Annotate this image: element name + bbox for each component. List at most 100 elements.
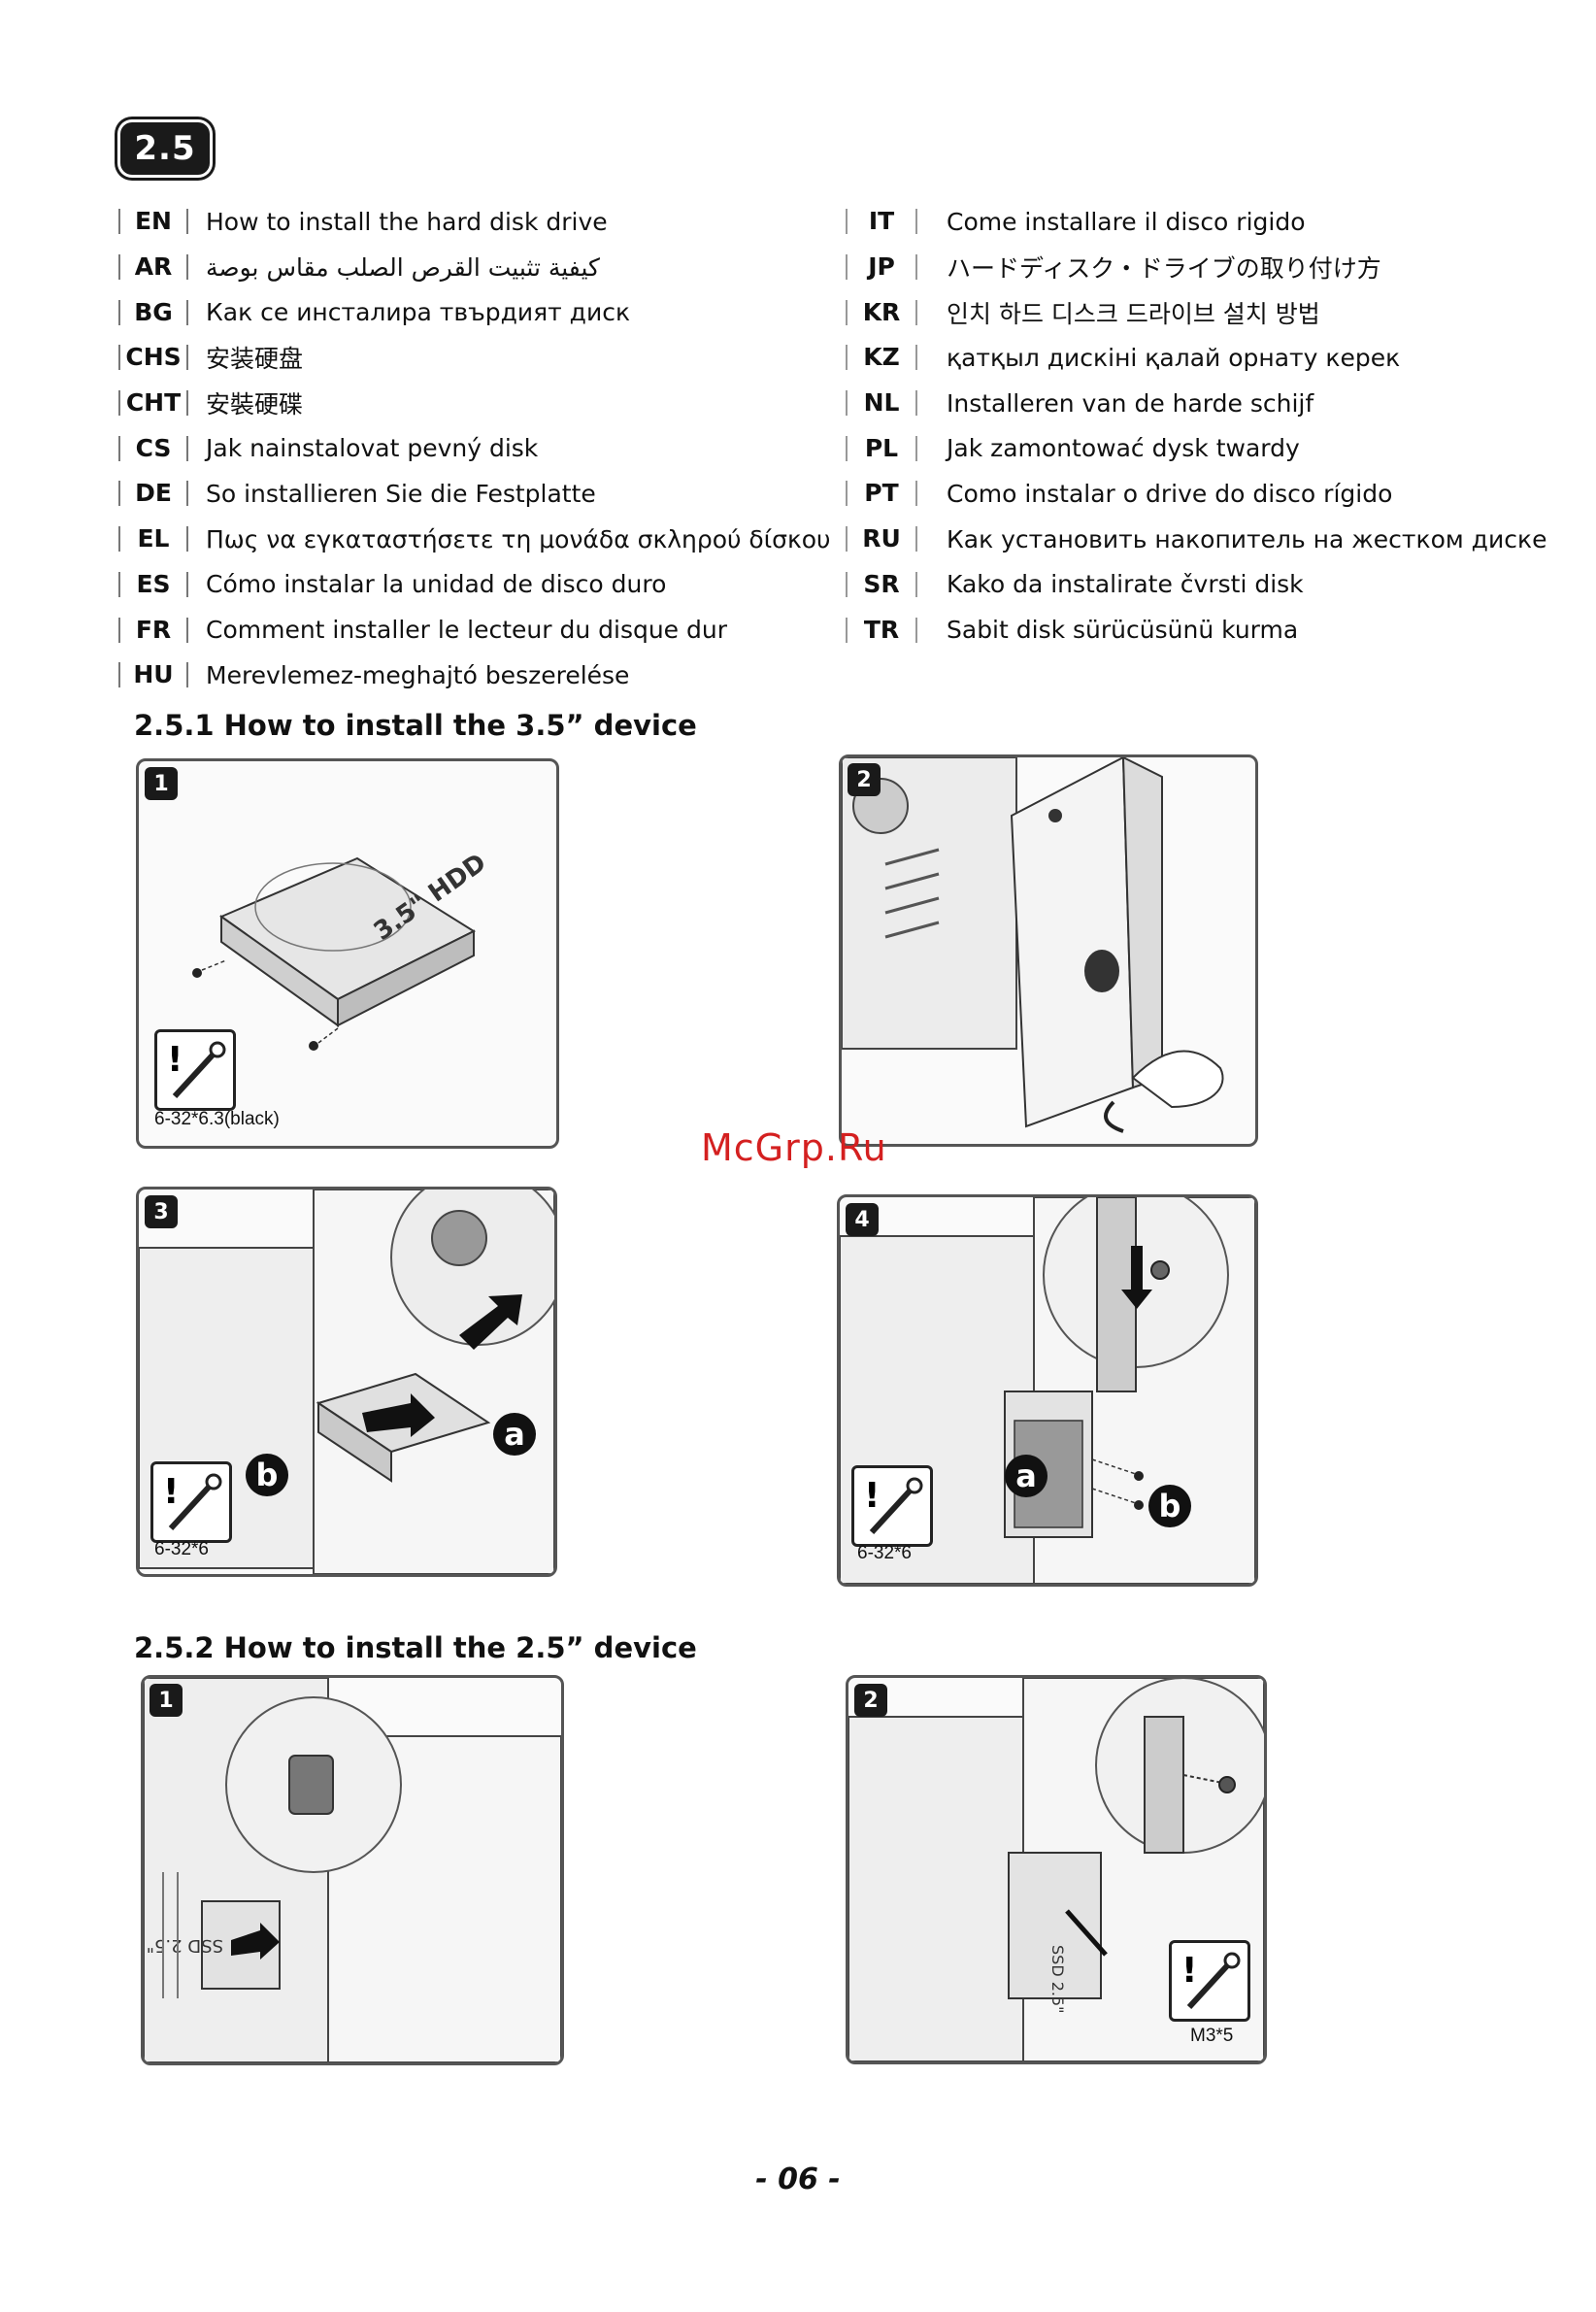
step-number: 2 [854, 1684, 887, 1717]
subsection-title-35: 2.5.1 How to install the 3.5” device [134, 709, 697, 742]
lang-row-cht: CHT 安裝硬碟 [118, 381, 837, 426]
step-35-1-panel: 1 3.5" HDD ! 6-32*6.3(black) [136, 758, 559, 1149]
lang-row-ru: RU Как установить накопитель на жестком д… [846, 517, 1564, 562]
ssd-label: SSD 2.5" [1048, 1945, 1067, 2014]
lang-code: CHT [118, 390, 188, 417]
subsection-title-25: 2.5.2 How to install the 2.5” device [134, 1631, 697, 1664]
step-number: 4 [846, 1203, 879, 1236]
callout-a: a [1005, 1455, 1047, 1497]
svg-text:!: ! [163, 1472, 179, 1512]
callout-b: b [1148, 1485, 1191, 1527]
screw-spec-caption: M3*5 [1190, 2026, 1234, 2046]
ssd-side-mount-illustration: SSD 2.5" [144, 1678, 561, 2062]
lang-row-fr: FR Comment installer le lecteur du disque… [118, 607, 837, 653]
lang-code: RU [846, 526, 917, 553]
screwdriver-icon: ! [150, 1461, 232, 1543]
lang-row-sr: SR Kako da instalirate čvrsti disk [846, 562, 1564, 608]
lang-code: BG [118, 299, 188, 325]
lang-row-kz: KZ қатқыл дискіні қалай орнату керек [846, 335, 1564, 381]
lang-code: EN [118, 209, 188, 235]
screwdriver-icon: ! [1169, 1940, 1250, 2022]
lang-row-cs: CS Jak nainstalovat pevný disk [118, 425, 837, 471]
lang-row-bg: BG Как се инсталира твърдият диск [118, 289, 837, 335]
lang-row-pt: PT Como instalar o drive do disco rígido [846, 471, 1564, 517]
lang-code: PT [846, 481, 917, 507]
lang-code: JP [846, 254, 917, 281]
lang-row-tr: TR Sabit disk sürücüsünü kurma [846, 607, 1564, 653]
svg-text:!: ! [1181, 1951, 1197, 1991]
lang-code: KZ [846, 345, 917, 371]
lang-text: 인치 하드 디스크 드라이브 설치 방법 [947, 299, 1320, 328]
section-badge: 2.5 [120, 122, 210, 175]
lang-code: KR [846, 299, 917, 325]
step-number: 1 [150, 1684, 183, 1717]
screwdriver-icon: ! [851, 1465, 933, 1547]
lang-code: FR [118, 617, 188, 643]
lang-row-chs: CHS 安装硬盘 [118, 335, 837, 381]
callout-a: a [493, 1413, 536, 1456]
lang-row-el: EL Πως να εγκαταστήσετε τη μονάδα σκληρού… [118, 517, 837, 562]
step-35-2-panel: 2 [839, 754, 1258, 1147]
lang-row-kr: KR 인치 하드 디스크 드라이브 설치 방법 [846, 289, 1564, 335]
lang-row-de: DE So installieren Sie die Festplatte [118, 471, 837, 517]
lang-row-pl: PL Jak zamontować dysk twardy [846, 425, 1564, 471]
screwdriver-icon: ! [154, 1029, 236, 1111]
lang-code: TR [846, 617, 917, 643]
lang-text: қатқыл дискіні қалай орнату керек [947, 343, 1401, 372]
lang-text: Как се инсталира твърдият диск [206, 298, 631, 327]
lang-text: How to install the hard disk drive [206, 207, 608, 236]
step-35-4-panel: 4 a b ! 6-32*6 [837, 1194, 1258, 1587]
lang-text: Jak zamontować dysk twardy [947, 434, 1300, 463]
screw-spec-caption: 6-32*6.3(black) [154, 1109, 280, 1129]
svg-text:!: ! [864, 1476, 880, 1516]
lang-code: DE [118, 481, 188, 507]
step-number: 2 [848, 763, 881, 796]
hdd-illustration: 3.5" HDD [192, 849, 491, 1051]
lang-code: PL [846, 435, 917, 461]
lang-row-hu: HU Merevlemez-meghajtó beszerelése [118, 653, 837, 698]
callout-b: b [246, 1454, 288, 1496]
lang-row-en: EN How to install the hard disk drive [118, 199, 837, 245]
lang-text: Cómo instalar la unidad de disco duro [206, 570, 667, 599]
step-25-1-panel: 1 SSD 2.5" [141, 1675, 564, 2065]
page-number: - 06 - [755, 2162, 841, 2196]
lang-code: AR [118, 254, 188, 281]
lang-text: Comment installer le lecteur du disque d… [206, 616, 727, 645]
lang-code: CS [118, 435, 188, 461]
lang-code: CHS [118, 345, 188, 371]
lang-text: Kako da instalirate čvrsti disk [947, 570, 1304, 599]
step-25-2-panel: 2 SSD 2.5" ! M3*5 [846, 1675, 1267, 2064]
case-front-panel-illustration [842, 757, 1224, 1133]
lang-text: ハードディスク・ドライブの取り付け方 [947, 254, 1381, 284]
lang-text: 安裝硬碟 [206, 390, 304, 419]
step-number: 1 [145, 767, 178, 800]
screw-spec-caption: 6-32*6 [857, 1543, 912, 1563]
lang-text: Como instalar o drive do disco rígido [947, 479, 1393, 508]
language-list-left: EN How to install the hard disk drive AR ك… [118, 199, 837, 698]
lang-text: Как установить накопитель на жестком дис… [947, 524, 1547, 553]
ssd-label: SSD 2.5" [147, 1935, 223, 1956]
lang-text: كيفية تثبيت القرص الصلب مقاس بوصة [206, 252, 600, 282]
lang-code: HU [118, 662, 188, 688]
lang-code: EL [118, 526, 188, 553]
svg-text:!: ! [167, 1040, 183, 1080]
lang-text: Merevlemez-meghajtó beszerelése [206, 660, 630, 689]
lang-text: Jak nainstalovat pevný disk [206, 434, 539, 463]
step-35-3-panel: 3 a b ! 6-32*6 [136, 1187, 557, 1577]
lang-text: Sabit disk sürücüsünü kurma [947, 616, 1299, 645]
lang-row-ar: AR كيفية تثبيت القرص الصلب مقاس بوصة [118, 245, 837, 290]
lang-code: SR [846, 571, 917, 597]
lang-text: Πως να εγκαταστήσετε τη μονάδα σκληρού δ… [206, 524, 831, 553]
lang-text: Come installare il disco rigido [947, 207, 1306, 236]
lang-code: NL [846, 390, 917, 417]
hdd-cage-illustration [840, 1197, 1255, 1584]
lang-text: 安装硬盘 [206, 345, 304, 374]
screw-spec-caption: 6-32*6 [154, 1539, 209, 1559]
watermark: McGrp.Ru [701, 1126, 887, 1169]
step-number: 3 [145, 1195, 178, 1228]
lang-row-jp: JP ハードディスク・ドライブの取り付け方 [846, 245, 1564, 290]
lang-text: So installieren Sie die Festplatte [206, 479, 596, 508]
